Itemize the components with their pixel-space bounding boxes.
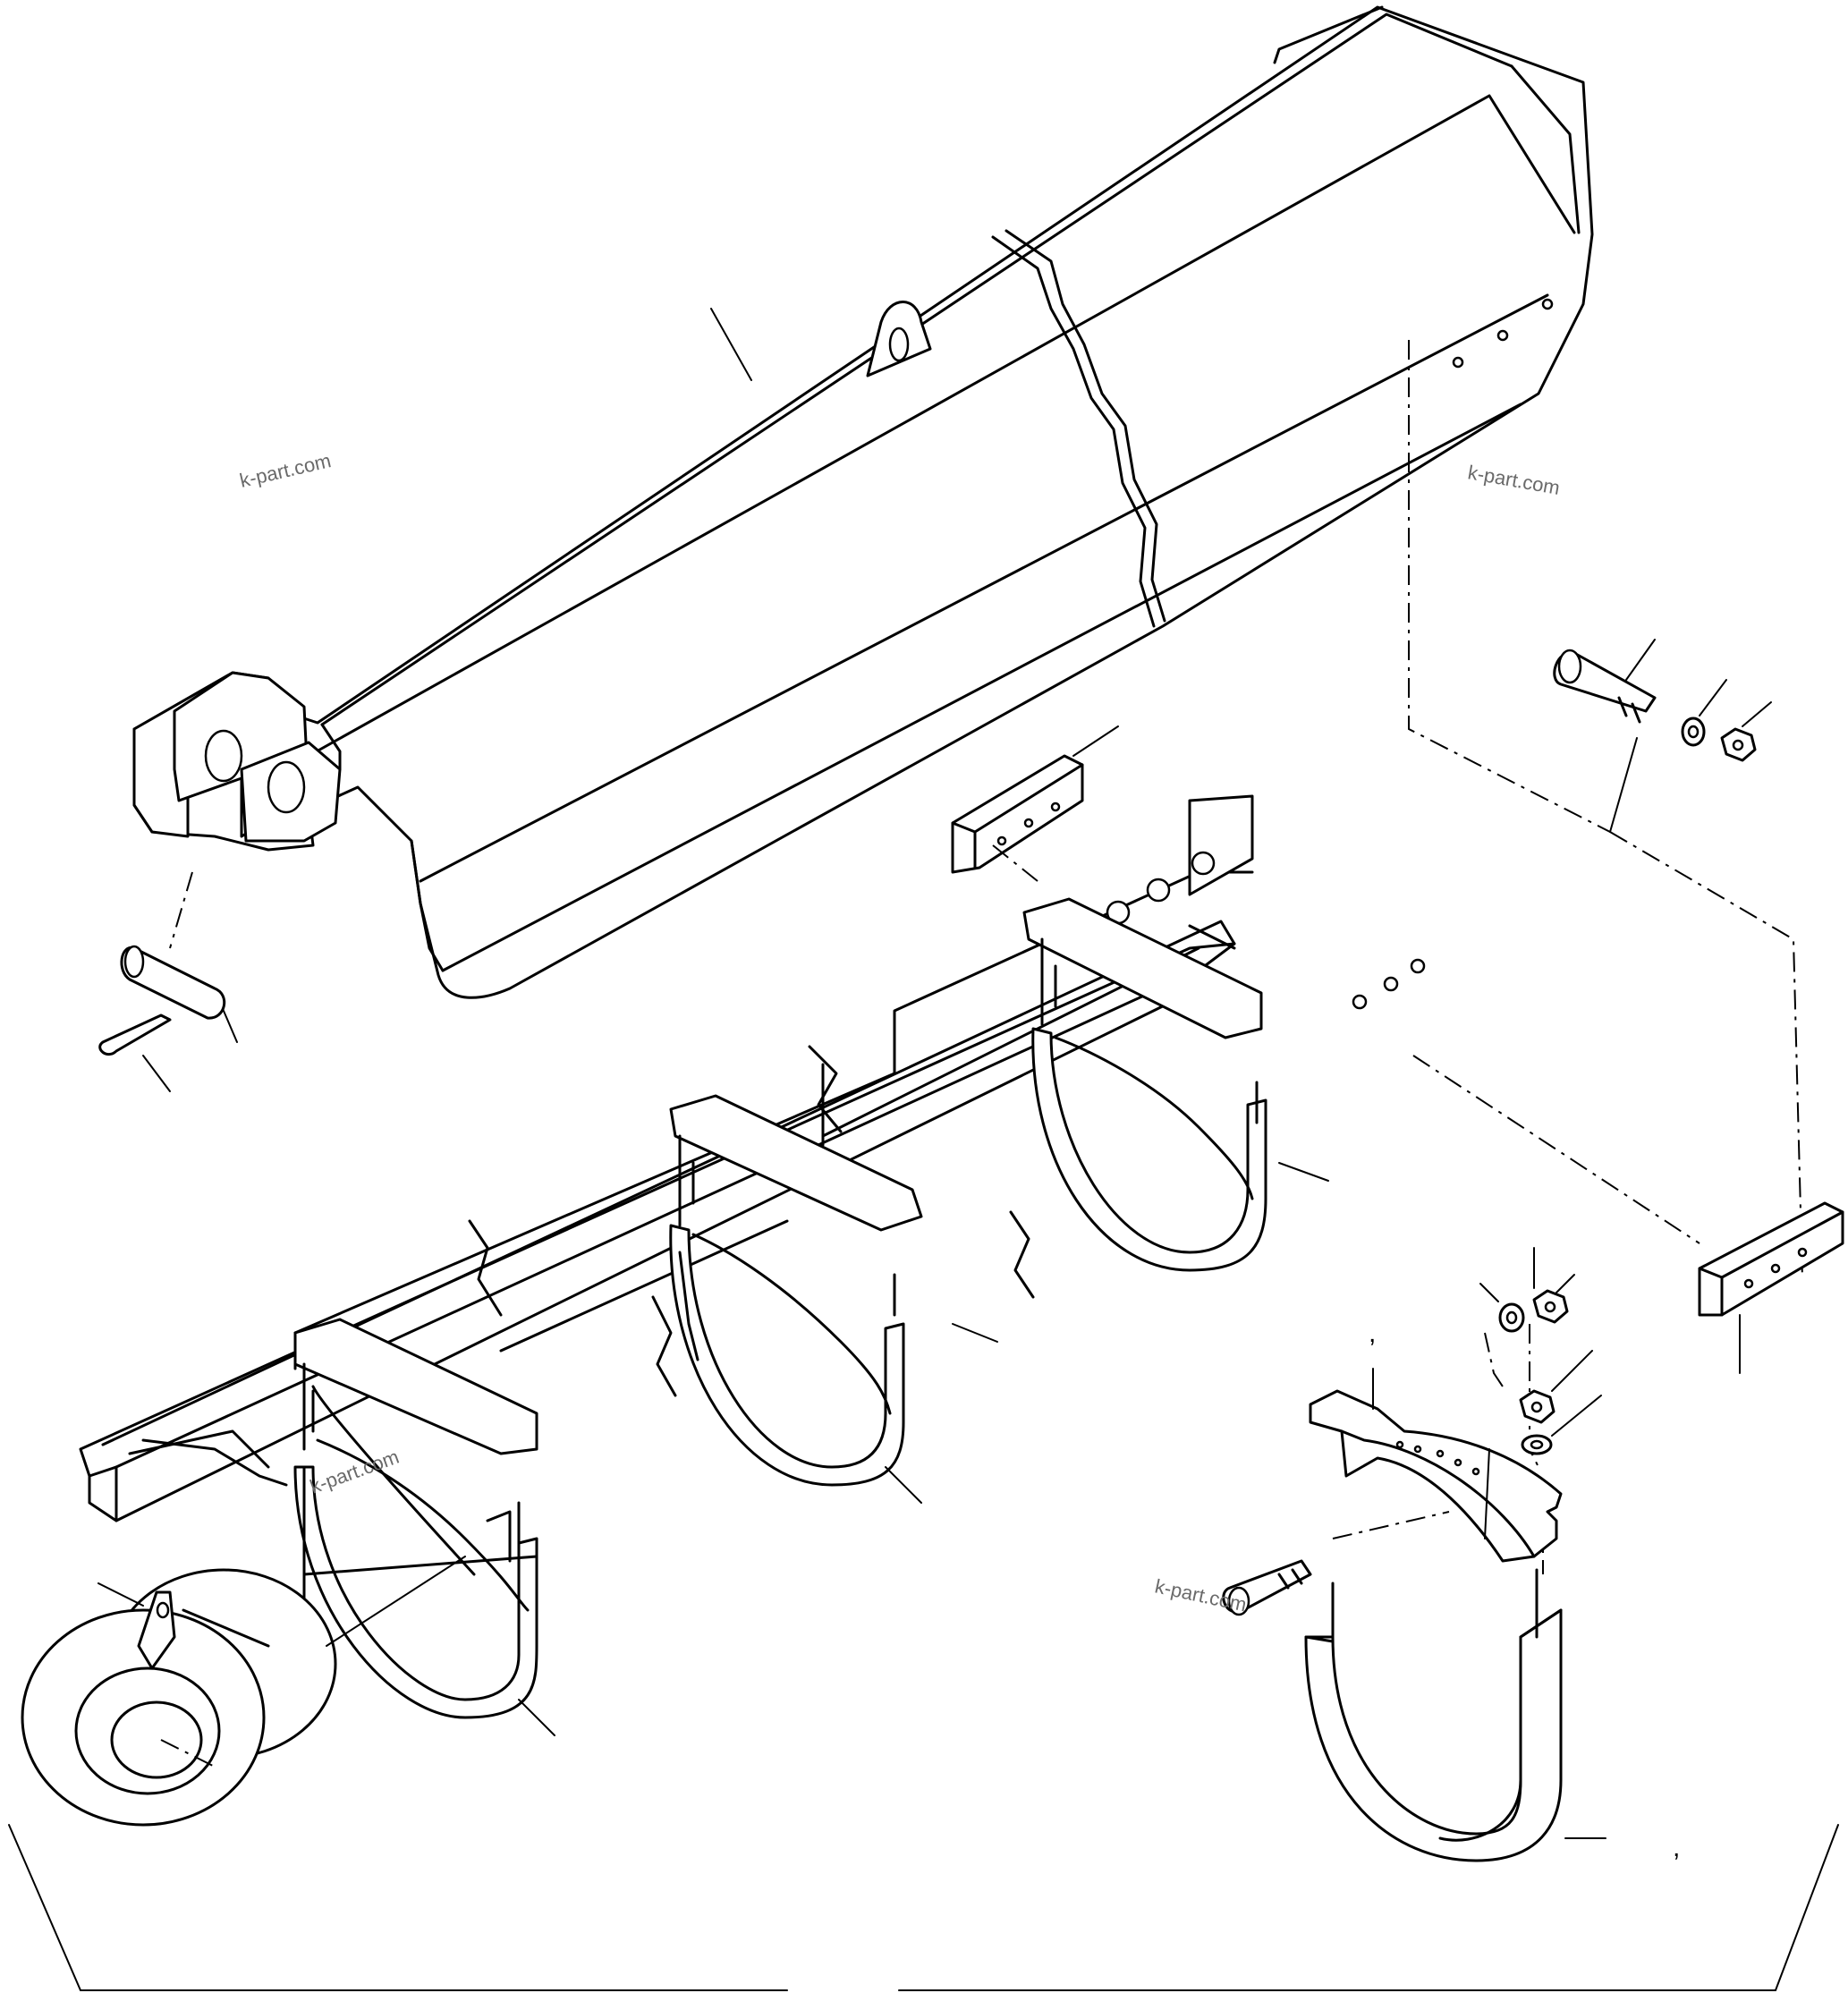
cotter-pin (98, 1013, 172, 1056)
nut-lower-1 (1532, 1289, 1569, 1324)
nut-upper (1720, 727, 1757, 762)
hinge-pin (120, 945, 226, 1020)
clamp-strap-right (1031, 1027, 1267, 1272)
clamp-studs (311, 964, 1259, 1545)
clamp-strap-middle (669, 1224, 905, 1487)
watermark-3: k-part.com (307, 1446, 402, 1498)
watermark-2: k-part.com (1466, 461, 1562, 499)
comma-mark-2: , (1673, 1833, 1680, 1862)
frame-rail (79, 794, 1426, 1522)
bolt-upper (1553, 649, 1657, 724)
bolt-lower (1222, 1559, 1312, 1616)
watermark-1: k-part.com (238, 449, 334, 492)
roller-wheel (21, 1568, 337, 1827)
washer-lower-1 (1498, 1302, 1525, 1333)
clamp-strap-left (293, 1385, 538, 1719)
clamp-strap-loose (1304, 1568, 1563, 1862)
spacer-block-top (951, 754, 1084, 874)
washer-lower-2 (1521, 1434, 1553, 1455)
clamp-saddle (1309, 1389, 1563, 1563)
watermark-4: k-part.com (1153, 1574, 1249, 1616)
comma-mark-1: , (1369, 1319, 1376, 1348)
spacer-block-right (1698, 1201, 1844, 1317)
washer-upper (1681, 717, 1706, 747)
nut-lower-2 (1519, 1389, 1556, 1424)
upper-housing (132, 5, 1594, 999)
